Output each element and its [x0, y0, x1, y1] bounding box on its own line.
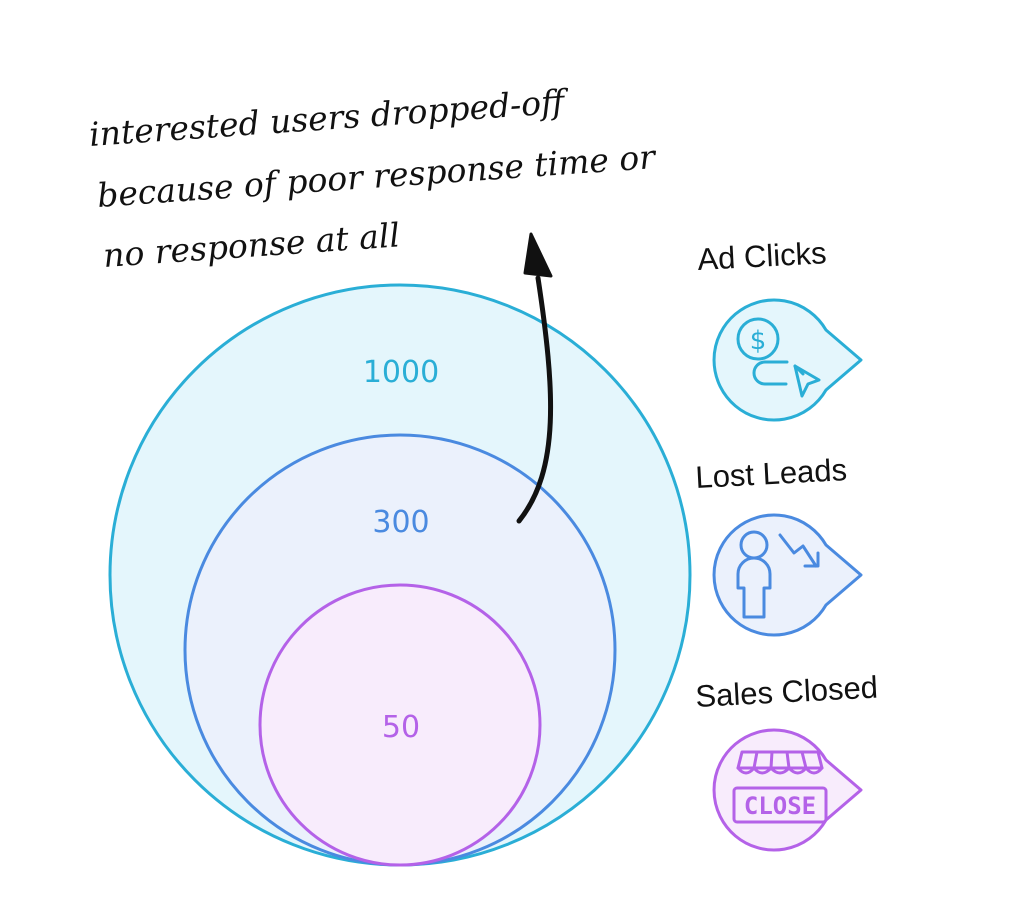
legend-label-sales-closed: Sales Closed — [695, 669, 879, 714]
legend-label-ad-clicks: Ad Clicks — [697, 235, 828, 277]
value-lost-leads: 300 — [372, 505, 429, 540]
value-ad-clicks: 1000 — [363, 355, 439, 390]
arrow-up-icon — [516, 232, 554, 524]
circle-sales-closed — [258, 583, 542, 867]
legend-label-lost-leads: Lost Leads — [695, 452, 848, 495]
annotation-line-1: interested users dropped-off — [88, 81, 571, 154]
close-sign-text: CLOSE — [744, 792, 816, 820]
dollar-click-icon: $ — [712, 298, 863, 422]
annotation-line-2: because of poor response time or — [96, 137, 659, 215]
annotation-line-3: no response at all — [102, 215, 401, 275]
svg-text:$: $ — [750, 326, 767, 356]
value-sales-closed: 50 — [382, 710, 420, 745]
store-close-icon: CLOSE — [712, 728, 863, 852]
annotation-text: interested users dropped-off because of … — [88, 81, 659, 275]
person-trend-down-icon — [712, 513, 863, 637]
